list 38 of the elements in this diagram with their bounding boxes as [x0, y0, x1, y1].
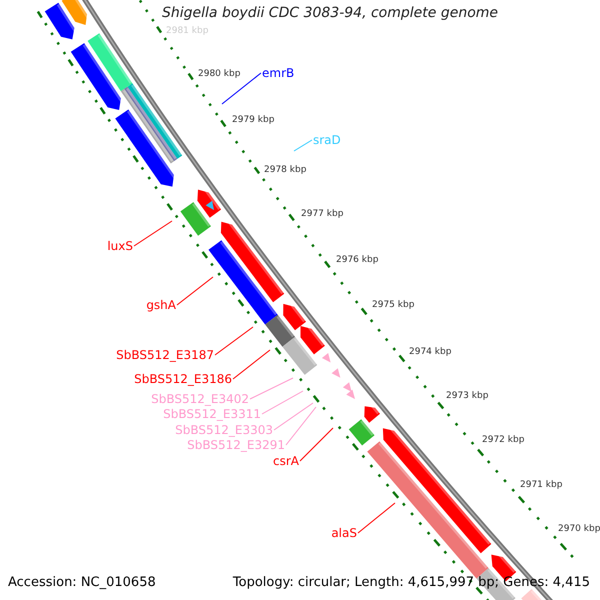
leader-line: [222, 72, 262, 104]
tick-label: 2977 kbp: [301, 208, 344, 221]
tick-label: 2975 kbp: [372, 299, 414, 312]
tick-label: 2978 kbp: [264, 164, 306, 177]
leader-line: [232, 350, 270, 380]
leader-line: [286, 406, 316, 446]
gene-label: luxS: [107, 239, 133, 253]
leader-line: [250, 378, 294, 400]
leader-line: [274, 402, 314, 430]
tick-label: 2980 kbp: [198, 68, 240, 81]
gene-label: SbBS512_E3402: [151, 392, 249, 406]
tick-label: 2976 kbp: [336, 254, 378, 267]
gene-label: SbBS512_E3291: [187, 438, 285, 452]
tick-label: 2971 kbp: [520, 479, 562, 492]
gene-label: SbBS512_E3311: [163, 407, 261, 421]
tick-label: 2979 kbp: [232, 114, 274, 127]
gene-label: csrA: [273, 454, 299, 468]
gene-label: SbBS512_E3187: [116, 348, 214, 362]
leader-line: [294, 140, 312, 152]
tick-label: 2973 kbp: [446, 390, 488, 403]
gene-label: sraD: [313, 133, 341, 147]
tick-label: 2970 kbp: [558, 523, 600, 536]
leader-line: [214, 326, 254, 356]
tick-label: 2974 kbp: [409, 346, 452, 359]
accession-text: Accession: NC_010658: [8, 574, 156, 592]
gene-label: gshA: [146, 298, 176, 312]
leader-line: [176, 276, 214, 306]
title: Shigella boydii CDC 3083-94, complete genome: [162, 4, 498, 22]
genome-summary-text: Topology: circular; Length: 4,615,997 bp; Genes: 4,415: [232, 574, 590, 592]
leader-line: [262, 390, 304, 414]
gene-label: alaS: [331, 526, 357, 540]
gene-label: SbBS512_E3303: [175, 423, 273, 437]
leader-line: [300, 428, 334, 462]
tick-label: 2972 kbp: [482, 434, 524, 447]
leader-line: [134, 220, 172, 246]
gene-label: SbBS512_E3186: [134, 372, 232, 386]
gene-label: emrB: [262, 66, 294, 80]
leader-line: [358, 502, 396, 534]
